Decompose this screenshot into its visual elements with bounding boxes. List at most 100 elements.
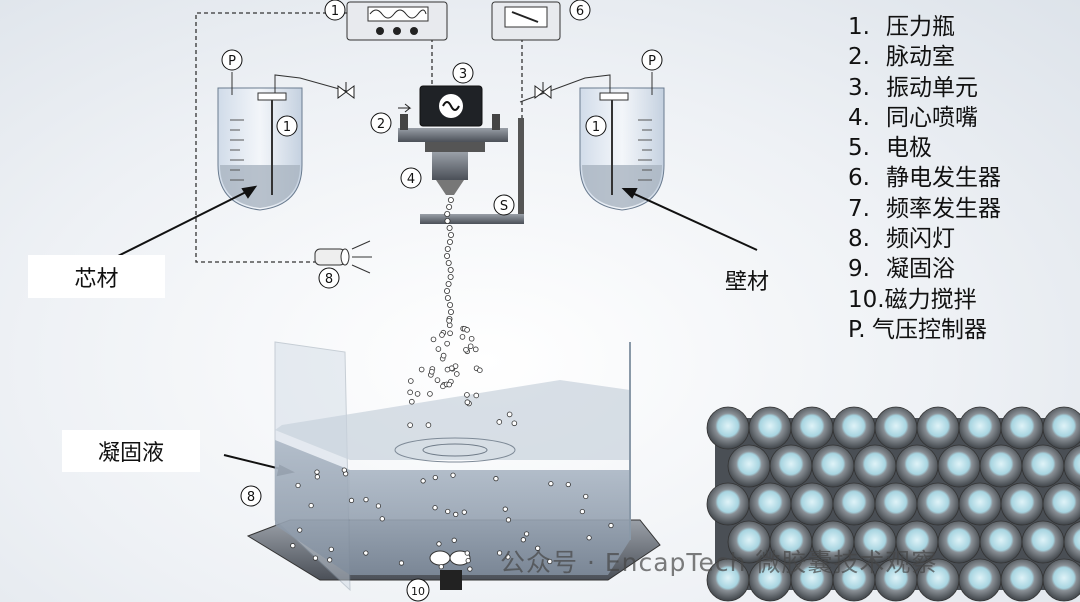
marker-nozzle: 4: [400, 167, 422, 189]
droplet: [446, 203, 453, 210]
droplet: [297, 527, 303, 533]
microcapsule: [1000, 558, 1044, 602]
legend-item: 4.同心喷嘴: [848, 104, 978, 131]
droplet: [446, 238, 453, 245]
droplet: [444, 366, 451, 373]
wall-material-label: 壁材: [725, 270, 770, 295]
valve-left-icon: [337, 82, 355, 99]
droplet: [467, 566, 473, 572]
droplet: [447, 273, 454, 280]
microcapsule: [727, 444, 771, 488]
microcapsule: [811, 444, 855, 488]
droplet: [444, 245, 451, 252]
droplet: [548, 481, 554, 487]
microcapsule: [706, 406, 750, 450]
droplet: [523, 531, 530, 537]
legend-item: 1.压力瓶: [848, 14, 955, 40]
marker-text: 4: [407, 172, 415, 187]
droplet: [407, 422, 413, 428]
droplet: [547, 558, 553, 565]
legend-item: 2.脉动室: [848, 44, 955, 71]
microcapsule: [979, 520, 1023, 564]
droplet: [473, 392, 480, 399]
droplet: [445, 259, 452, 266]
microcapsule: [916, 406, 960, 450]
droplet: [496, 419, 503, 425]
marker-text: 1: [592, 120, 600, 135]
concentric-nozzle: [432, 152, 468, 195]
droplet: [520, 537, 526, 543]
microcapsule: [958, 482, 1002, 526]
droplet: [447, 301, 454, 308]
droplet: [430, 336, 437, 343]
droplet: [414, 391, 421, 397]
marker-pulse: 2: [370, 112, 392, 134]
marker-text: 1: [331, 4, 339, 19]
droplet: [464, 399, 471, 406]
marker-text: 3: [459, 67, 467, 82]
microcapsule: [832, 406, 876, 450]
droplet: [427, 391, 433, 397]
droplet: [472, 346, 479, 353]
part-markers: 1 6 P P 1 1 3 2 4 S 8 8 10: [221, 0, 663, 602]
signal-wires: [195, 12, 523, 263]
legend-item: 8.频闪灯: [848, 226, 955, 253]
droplet: [608, 522, 614, 529]
microcapsule: [916, 482, 960, 526]
droplet: [398, 560, 405, 566]
microcapsule: [937, 444, 981, 488]
droplet: [446, 381, 453, 388]
marker-frequency-generator: 1: [324, 0, 346, 21]
droplet: [461, 509, 467, 515]
microcapsule: [1042, 558, 1080, 602]
droplet: [432, 474, 438, 481]
marker-text: P: [648, 54, 656, 69]
core-material-label: 芯材: [28, 255, 165, 298]
marker-static-generator: 6: [569, 0, 591, 21]
droplet: [363, 550, 369, 556]
coagulation-bath: [246, 341, 661, 592]
droplet: [444, 294, 451, 301]
droplet: [446, 317, 452, 324]
microcapsule: [1021, 520, 1065, 564]
droplet: [348, 497, 355, 504]
droplet: [363, 497, 369, 503]
marker-text: 10: [411, 585, 425, 598]
droplet: [497, 550, 503, 556]
droplet: [535, 545, 541, 551]
droplet: [407, 389, 413, 396]
droplet: [464, 550, 470, 556]
droplet: [418, 366, 425, 373]
droplet: [453, 511, 459, 518]
marker-text: 8: [325, 272, 333, 287]
marker-text: 6: [576, 4, 584, 19]
legend-item: 3.振动单元: [848, 74, 978, 101]
droplet: [444, 340, 450, 347]
droplet: [435, 346, 442, 352]
microcapsule: [1042, 406, 1080, 450]
droplet: [505, 517, 512, 523]
microcapsule: [790, 482, 834, 526]
droplet: [408, 378, 414, 384]
droplet: [290, 543, 296, 549]
droplet: [493, 476, 499, 482]
marker-stirrer: 10: [406, 578, 430, 602]
droplet: [464, 392, 470, 398]
droplet: [409, 398, 415, 405]
marker-vibration: 3: [452, 62, 474, 84]
microcapsule: [958, 558, 1002, 602]
droplet: [446, 224, 453, 231]
pressure-bottle-left: [217, 72, 351, 211]
droplet: [447, 308, 454, 315]
marker-text: S: [500, 199, 508, 214]
droplet: [341, 467, 347, 473]
droplet: [586, 535, 592, 541]
parts-legend: 1.压力瓶 2.脉动室 3.振动单元 4.同心喷嘴 5.电极 6.静电发生器 7…: [848, 12, 1001, 345]
strobe-lamp: [314, 240, 372, 274]
marker-strobe: 8: [318, 267, 340, 289]
microcapsule: [958, 406, 1002, 450]
droplet: [440, 352, 447, 359]
droplet: [444, 210, 451, 217]
